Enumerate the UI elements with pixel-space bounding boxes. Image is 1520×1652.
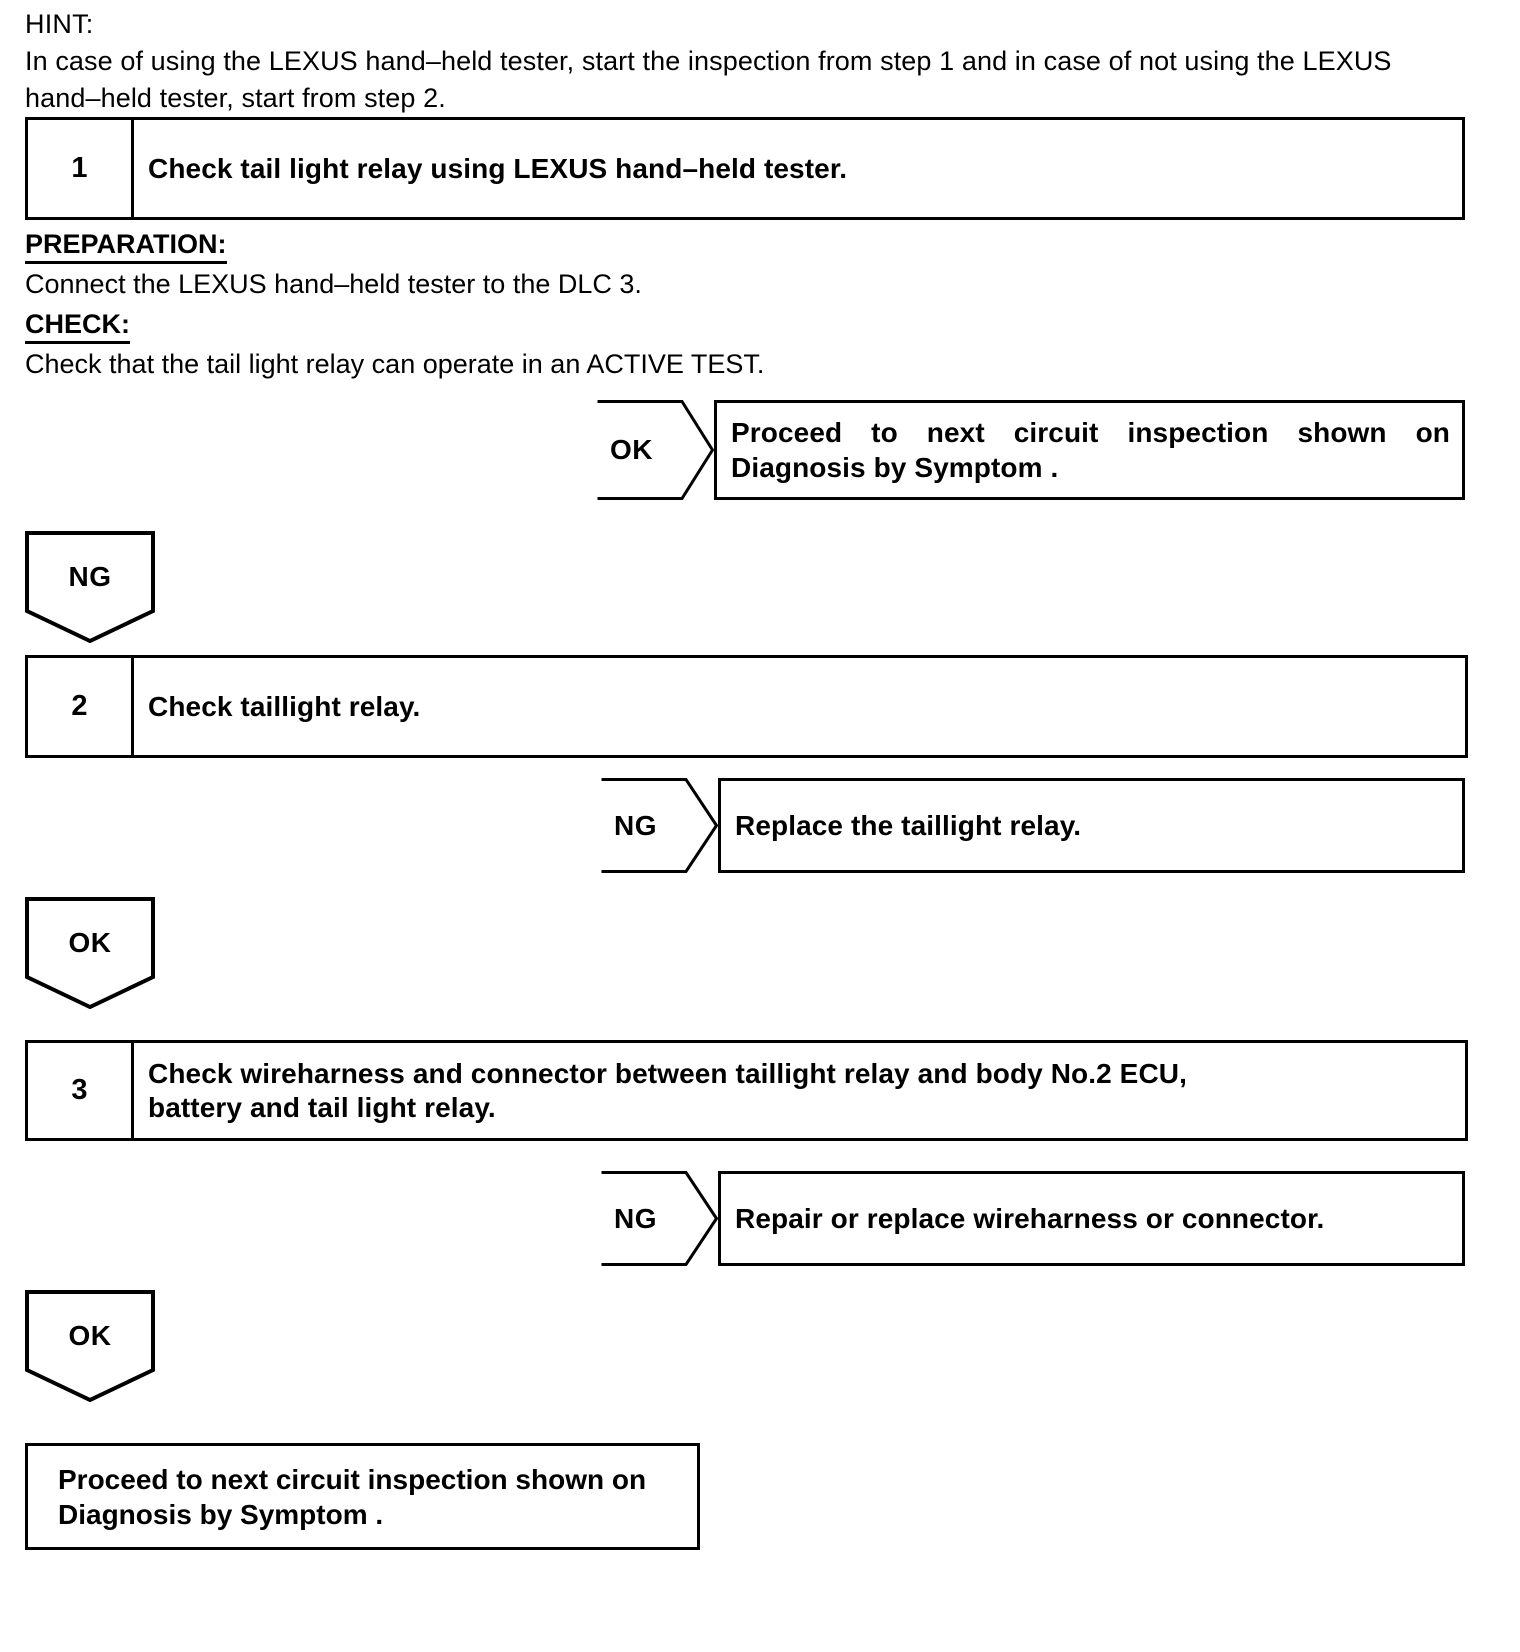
result-box-2: Replace the taillight relay.: [718, 778, 1465, 873]
flow-badge-ok-2: OK: [25, 1290, 155, 1402]
flow-badge-ng-1: NG: [25, 531, 155, 643]
chevron-right-icon: [601, 1171, 718, 1266]
result-line-1b: Diagnosis by Symptom .: [731, 452, 1059, 483]
chevron-right-icon: [597, 400, 714, 500]
hint-label: HINT:: [25, 9, 94, 39]
ok-chevron-label-1: OK: [610, 434, 653, 465]
preparation-section: PREPARATION: Connect the LEXUS hand–held…: [25, 228, 1225, 302]
step-title-1: Check tail light relay using LEXUS hand–…: [148, 152, 848, 184]
flow-badge-ng-1-label: NG: [68, 561, 112, 592]
result-box-1: Proceed to next circuit inspection shown…: [714, 400, 1465, 500]
step-box-1: 1 Check tail light relay using LEXUS han…: [25, 117, 1465, 220]
flow-badge-ok-2-label: OK: [68, 1320, 112, 1351]
step-number-3: 3: [28, 1043, 134, 1138]
chevron-right-icon: [601, 778, 718, 873]
result-line-2a: Replace the taillight relay.: [735, 810, 1082, 841]
preparation-heading: PREPARATION:: [25, 228, 227, 264]
step-title-3-line1: Check wireharness and connector between …: [148, 1057, 1187, 1089]
flow-badge-ok-1: OK: [25, 897, 155, 1009]
branch-ok-1: OK Proceed to next circuit inspection sh…: [596, 400, 1465, 500]
pentagon-down-icon: [25, 1290, 155, 1402]
hint-block: HINT: In case of using the LEXUS hand–he…: [25, 6, 1425, 117]
step-number-1: 1: [28, 120, 134, 217]
step-title-2: Check taillight relay.: [148, 690, 421, 722]
step-title-3-line2: battery and tail light relay.: [148, 1091, 496, 1123]
step-title-3: Check wireharness and connector between …: [134, 1043, 1465, 1138]
ng-chevron-label-2: NG: [614, 809, 657, 841]
branch-ng-2: NG Replace the taillight relay.: [600, 778, 1465, 873]
final-result-box: Proceed to next circuit inspection shown…: [25, 1443, 700, 1550]
final-line-1: Proceed to next circuit inspection shown…: [58, 1463, 647, 1495]
step-box-3: 3 Check wireharness and connector betwee…: [25, 1040, 1468, 1141]
ng-chevron-label-3: NG: [614, 1202, 657, 1234]
check-section: CHECK: Check that the tail light relay c…: [25, 308, 1225, 382]
pentagon-down-icon: [25, 531, 155, 643]
result-line-1a: Proceed to next circuit inspection shown…: [731, 417, 1450, 448]
ng-chevron-2: NG: [600, 778, 718, 873]
pentagon-down-icon: [25, 897, 155, 1009]
check-text: Check that the tail light relay can oper…: [25, 349, 765, 379]
hint-body: In case of using the LEXUS hand–held tes…: [25, 46, 1392, 113]
result-line-3a: Repair or replace wireharness or connect…: [735, 1203, 1325, 1234]
ok-chevron-1: OK: [596, 400, 714, 500]
step-box-2: 2 Check taillight relay.: [25, 655, 1468, 758]
result-box-3: Repair or replace wireharness or connect…: [718, 1171, 1465, 1266]
ng-chevron-3: NG: [600, 1171, 718, 1266]
step-number-2: 2: [28, 658, 134, 755]
final-line-2: Diagnosis by Symptom .: [58, 1498, 384, 1530]
preparation-text: Connect the LEXUS hand–held tester to th…: [25, 269, 642, 299]
check-heading: CHECK:: [25, 308, 130, 344]
branch-ng-3: NG Repair or replace wireharness or conn…: [600, 1171, 1465, 1266]
flow-badge-ok-1-label: OK: [68, 927, 112, 958]
